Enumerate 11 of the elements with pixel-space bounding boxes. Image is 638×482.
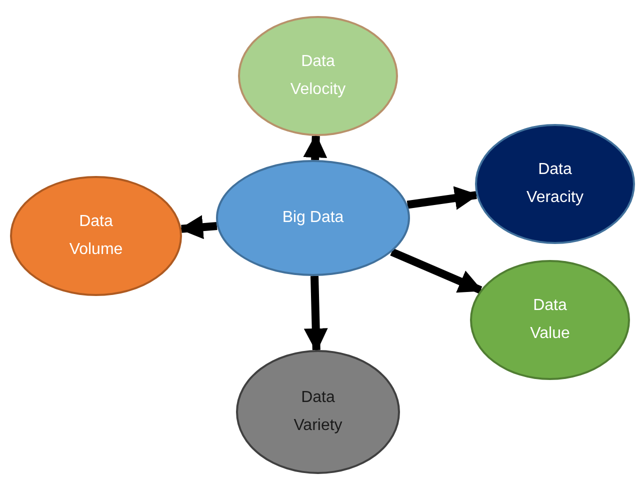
- arrow: [406, 186, 479, 210]
- node-label: Data Veracity: [526, 160, 584, 208]
- node-label: Data Value: [529, 296, 571, 344]
- node-label: Big Data: [281, 208, 345, 228]
- node-label: Data Velocity: [289, 52, 347, 100]
- arrow: [304, 276, 328, 352]
- arrow: [179, 215, 218, 240]
- arrow: [303, 134, 328, 160]
- node-label: Data Volume: [68, 212, 124, 260]
- node-label: Data Variety: [292, 388, 344, 436]
- arrow: [390, 248, 483, 294]
